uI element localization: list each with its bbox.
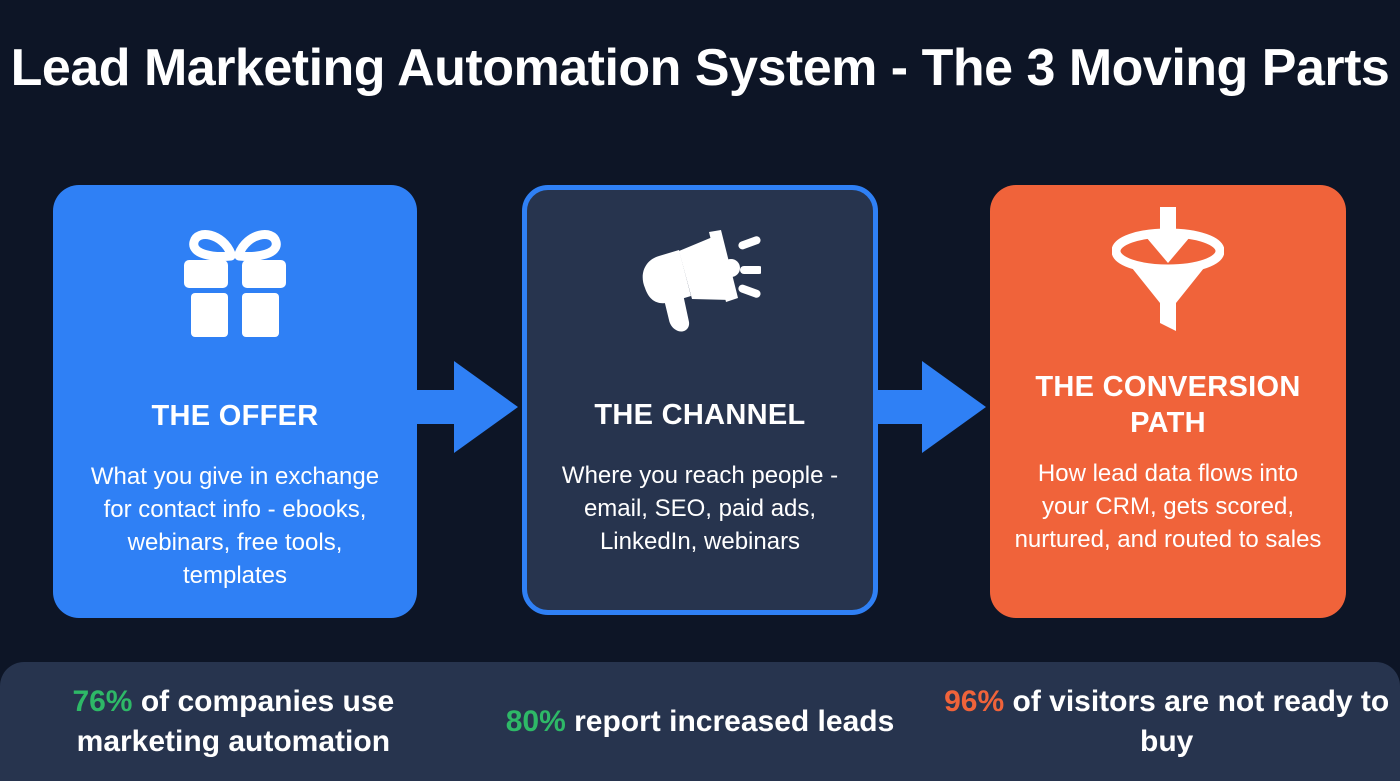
stat-item: 76% of companies use marketing automatio… <box>0 662 467 781</box>
stat-percent: 76% <box>72 684 133 718</box>
cards-row: THE OFFER What you give in exchange for … <box>0 185 1400 625</box>
card-title: THE CHANNEL <box>594 399 806 431</box>
arrow-offer-to-channel <box>388 361 518 453</box>
card-body: How lead data flows into your CRM, gets … <box>1014 460 1322 553</box>
stat-text: of companies use marketing automation <box>76 684 395 758</box>
card-the-channel[interactable]: THE CHANNEL Where you reach people - ema… <box>522 185 878 615</box>
stat-item: 80% report increased leads <box>467 662 934 781</box>
card-title: THE CONVERSION PATH <box>1035 371 1301 439</box>
card-the-offer[interactable]: THE OFFER What you give in exchange for … <box>53 185 417 618</box>
stat-percent: 96% <box>944 684 1005 718</box>
card-body: What you give in exchange for contact in… <box>90 463 380 589</box>
stat-item: 96% of visitors are not ready to buy <box>933 662 1400 781</box>
stat-text: report increased leads <box>565 704 895 738</box>
card-title: THE OFFER <box>151 400 319 432</box>
stat-text: of visitors are not ready to buy <box>1004 684 1390 758</box>
card-the-conversion-path[interactable]: THE CONVERSION PATH How lead data flows … <box>990 185 1346 618</box>
megaphone-icon <box>527 190 873 352</box>
arrow-channel-to-conversion <box>856 361 986 453</box>
card-body: Where you reach people - email, SEO, pai… <box>561 462 839 555</box>
funnel-icon <box>990 185 1346 339</box>
stats-bar: 76% of companies use marketing automatio… <box>0 662 1400 781</box>
gift-icon <box>53 185 417 353</box>
page-title: Lead Marketing Automation System - The 3… <box>10 39 1390 97</box>
stat-percent: 80% <box>505 704 566 738</box>
